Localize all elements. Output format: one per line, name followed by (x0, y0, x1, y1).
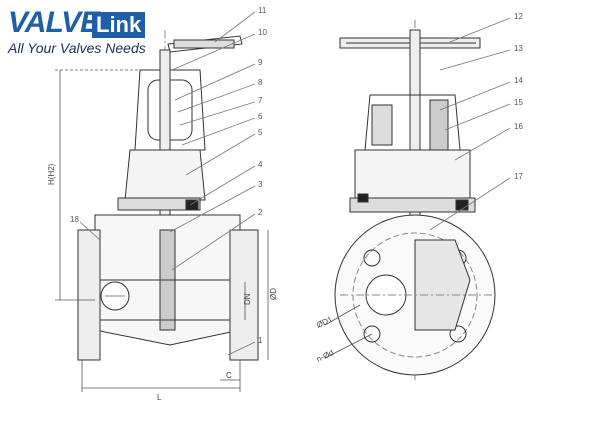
left-dimensions (55, 69, 269, 392)
brand-logo: VALVE Link All Your Valves Needs (4, 6, 194, 56)
callout-18: 18 (70, 215, 79, 224)
callout-10: 10 (258, 28, 267, 37)
handwheel-left (167, 35, 243, 53)
wedge-gate (414, 239, 471, 331)
right-view (334, 20, 496, 380)
dim-outer-dia: ØD (269, 288, 278, 300)
callout-11: 11 (258, 6, 267, 15)
callout-14: 14 (514, 76, 523, 85)
dim-height: H(H2) (47, 163, 56, 185)
bonnet-left (124, 149, 206, 201)
dim-bolt-holes: n-Ød (315, 348, 335, 364)
callout-15: 15 (514, 98, 523, 107)
flange-left-b (229, 229, 259, 361)
callout-3: 3 (258, 180, 263, 189)
leader-lines (79, 11, 511, 356)
dim-bolt-circle: ØD1 (315, 314, 334, 329)
brand-name-valve: VALVE (8, 6, 100, 39)
brand-tagline: All Your Valves Needs (8, 40, 146, 56)
right-dimensions (324, 304, 373, 359)
flange-left-a (77, 229, 101, 361)
callout-17: 17 (514, 172, 523, 181)
left-view (77, 30, 259, 361)
callout-8: 8 (258, 78, 263, 87)
callout-12: 12 (514, 12, 523, 21)
yoke-left (134, 69, 206, 151)
callout-7: 7 (258, 96, 263, 105)
callout-1: 1 (258, 336, 263, 345)
dim-dn: DN (243, 293, 252, 305)
callout-16: 16 (514, 122, 523, 131)
callout-4: 4 (258, 160, 263, 169)
dim-flange: C (226, 371, 232, 380)
brand-name-link: Link (92, 12, 146, 38)
callout-5: 5 (258, 128, 263, 137)
dim-length: L (157, 393, 162, 402)
callout-13: 13 (514, 44, 523, 53)
callout-2: 2 (258, 208, 263, 217)
bonnet-right (354, 149, 471, 201)
callout-6: 6 (258, 112, 263, 121)
callout-9: 9 (258, 58, 263, 67)
